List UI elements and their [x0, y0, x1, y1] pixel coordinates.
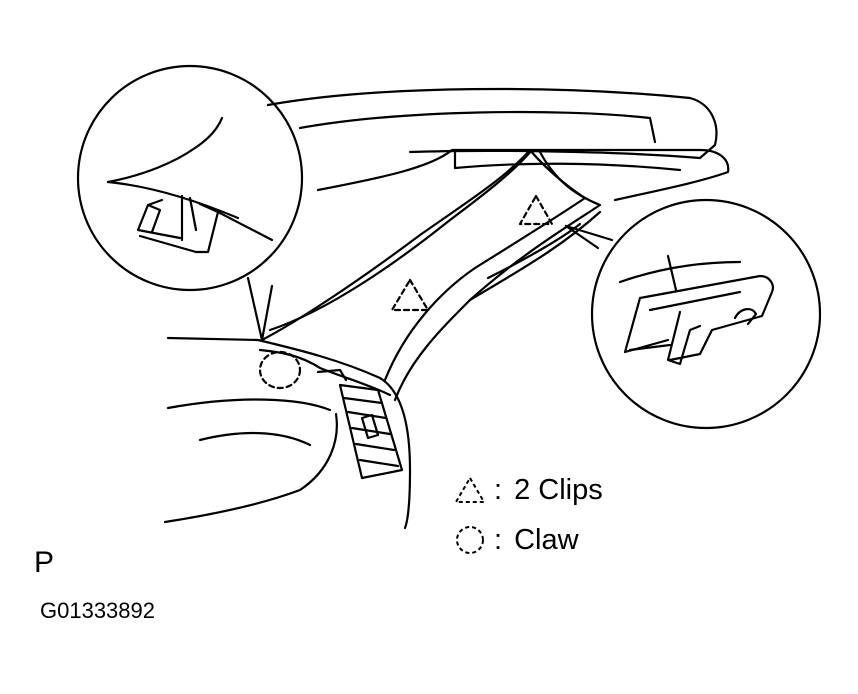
dashed-triangle-icon: [454, 476, 486, 503]
legend-clips-colon: :: [494, 473, 503, 506]
clip-marker-lower: [390, 278, 430, 312]
dashed-circle-icon: [456, 526, 484, 554]
legend-claw-colon: :: [494, 523, 503, 556]
instrument-panel: [163, 336, 412, 530]
detail-circle-right: [590, 198, 822, 430]
roof-outline: [266, 87, 730, 202]
pillar-garnish: [260, 148, 602, 402]
leader-left: [246, 276, 274, 342]
legend-claw-text: Claw: [514, 523, 579, 556]
legend-claw: : Claw: [452, 524, 579, 556]
detail-circle-left: [76, 64, 304, 292]
clip-marker-upper: [518, 194, 554, 226]
leader-right: [564, 224, 614, 250]
view-marker: P: [34, 546, 55, 579]
figure-code: G01333892: [40, 598, 155, 623]
legend-clips-text: 2 Clips: [514, 473, 603, 506]
legend-clips: : 2 Clips: [452, 474, 603, 506]
claw-marker: [258, 350, 302, 390]
